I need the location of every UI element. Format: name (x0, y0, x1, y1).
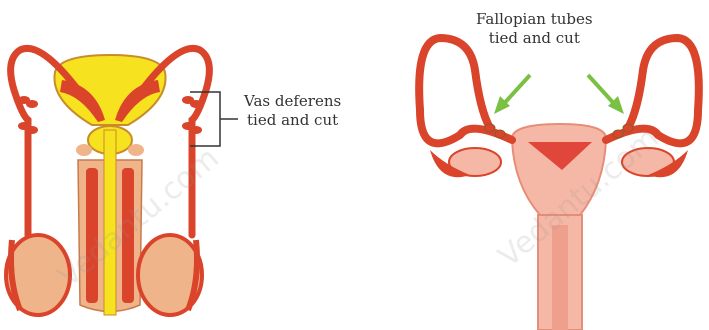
fallopian-tube-left (419, 38, 512, 143)
fallopian-tubes-label: Fallopian tubes tied and cut (476, 10, 593, 48)
arrow-left (494, 75, 530, 114)
fallopian-tube-right (606, 38, 699, 143)
arrow-right (588, 75, 624, 114)
fallopian-label-line-1: Fallopian tubes (476, 10, 593, 29)
fallopian-label-line-2: tied and cut (476, 29, 593, 48)
